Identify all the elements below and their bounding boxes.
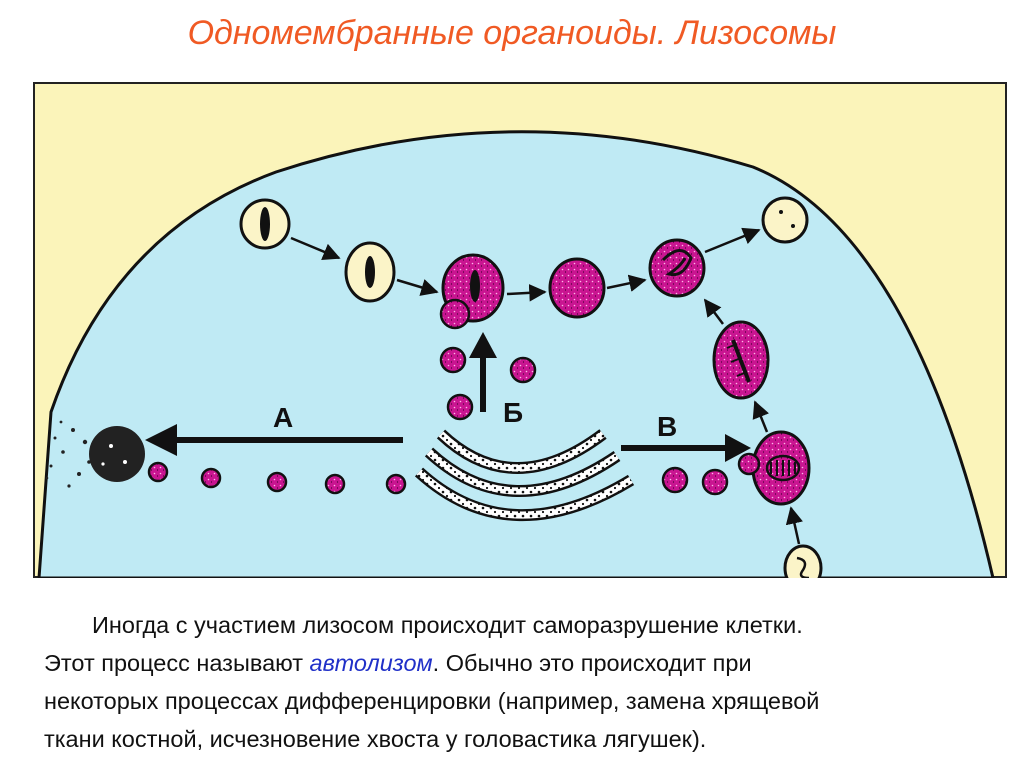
residual-body: [648, 238, 706, 298]
phagocytic-vesicle: [344, 241, 396, 303]
autophagic-vacuole-lower: [751, 430, 811, 506]
secreted-lysosome: [266, 471, 288, 493]
label-b: Б: [503, 397, 523, 428]
pathway-arrows: [290, 227, 803, 545]
phagolysosome-forming: [439, 253, 505, 330]
body-line-2: Этот процесс называют автолизом. Обычно …: [44, 644, 1004, 682]
secreted-lysosome: [324, 473, 346, 495]
body-line-2-end: . Обычно это происходит при: [432, 650, 752, 676]
body-line-4: ткани костной, исчезновение хвоста у гол…: [44, 726, 707, 752]
primary-lysosome: [439, 346, 467, 374]
autophagic-vacuole-upper: [712, 320, 770, 400]
primary-lysosome: [701, 468, 729, 496]
secreted-lysosome: [385, 473, 407, 495]
membrane-pocket-left: [239, 198, 291, 250]
membrane-pocket-right: [761, 196, 809, 244]
slide-title: Одномембранные органоиды. Лизосомы: [187, 14, 837, 52]
digestive-vacuole: [548, 257, 606, 319]
arrow-v-head: [725, 434, 751, 462]
lysosome-diagram: А Б В: [33, 82, 1007, 578]
arrow-b-head: [469, 332, 497, 358]
golgi-apparatus: [414, 429, 635, 521]
mitochondrion-fragment: [783, 544, 823, 578]
term-autolysis: автолизом: [309, 650, 433, 676]
label-v: В: [657, 411, 677, 442]
primary-lysosome: [737, 452, 761, 476]
primary-lysosome: [661, 466, 689, 494]
primary-lysosome: [446, 393, 474, 421]
body-line-3: некоторых процессах дифференцировки (нап…: [44, 688, 820, 714]
secreted-lysosome: [200, 467, 222, 489]
body-paragraph: Иногда с участием лизосом происходит сам…: [44, 606, 1004, 758]
arrow-a-head: [145, 424, 177, 456]
body-line-2-start: Этот процесс называют: [44, 650, 310, 676]
secreted-lysosome: [147, 461, 169, 483]
exocytosis-site: [45, 420, 145, 488]
primary-lysosome: [509, 356, 537, 384]
body-line-1: Иногда с участием лизосом происходит сам…: [92, 612, 803, 638]
label-a: А: [273, 402, 293, 433]
